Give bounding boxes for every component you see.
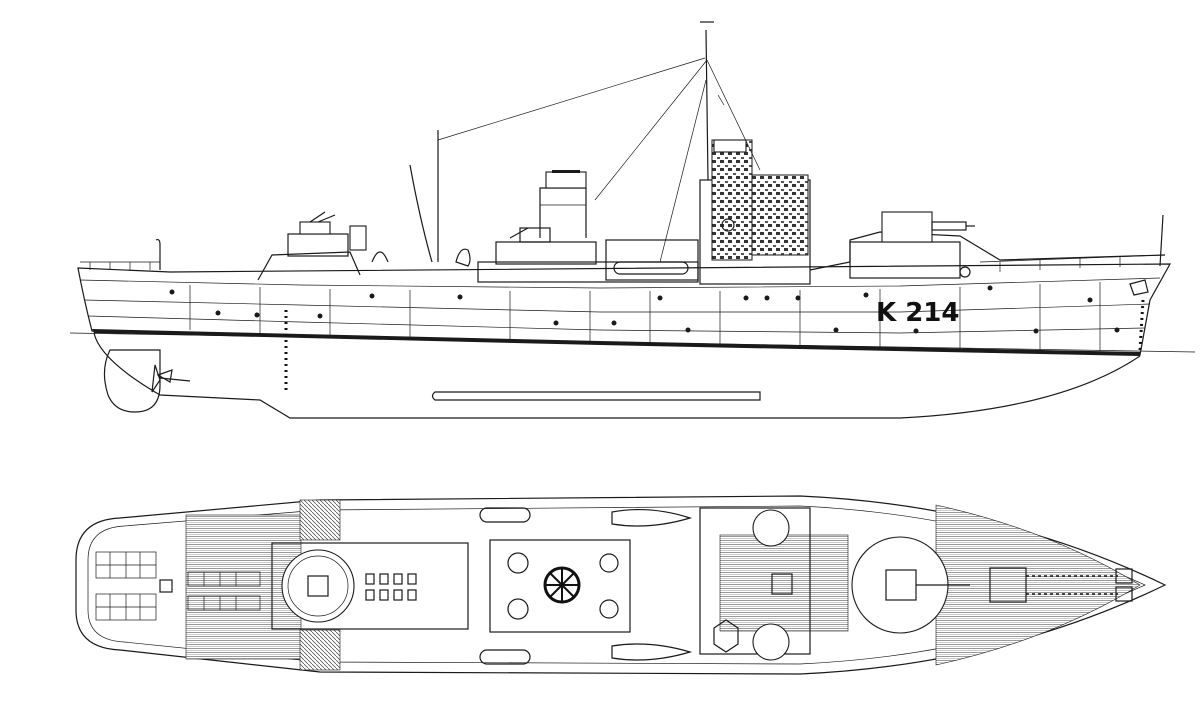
aft-davit [155, 238, 161, 270]
side-elevation: K 214 [69, 21, 1196, 419]
aft-superstructure [257, 211, 389, 281]
main-gun [881, 211, 975, 243]
ready-use-lockers [365, 573, 417, 601]
boot-topping [92, 329, 1140, 356]
pom-pom-platform [281, 549, 355, 623]
midship-superstructure [477, 170, 699, 283]
deck-hatch-aft-2 [299, 629, 341, 671]
draught-marks-fwd [1138, 299, 1145, 351]
bridge-plan [699, 507, 811, 655]
portholes [169, 285, 1120, 334]
hawse-pipe [1129, 279, 1149, 296]
deck-planking-fwd [935, 504, 1141, 666]
compass-binnacle [771, 573, 793, 595]
aft-deckhouse [271, 542, 469, 630]
windlass [989, 567, 1027, 603]
mainmast [409, 57, 706, 263]
engine-room-casing [489, 539, 631, 633]
anchor-winch [959, 266, 971, 278]
propeller [151, 364, 191, 393]
ships-boat-side [613, 261, 689, 275]
deck-planking-mid [719, 534, 849, 632]
bridge-mount-port [752, 509, 790, 547]
bow-railing [979, 254, 1166, 272]
jackstaff [1159, 214, 1164, 267]
foremast [594, 21, 761, 263]
carley-float-starboard [479, 649, 531, 665]
deck-plan [75, 495, 1167, 675]
bilge-keel [431, 391, 761, 401]
deck-plan-hull [75, 495, 1167, 675]
forecastle [809, 231, 1166, 279]
searchlight [455, 248, 471, 267]
deck-hatch-aft [299, 499, 341, 541]
bridge [699, 139, 811, 285]
pom-pom-gun [309, 211, 336, 223]
oerlikon-midship [509, 227, 529, 239]
ships-boat-starboard [611, 643, 693, 661]
depth-charge-rails [95, 551, 157, 621]
hull-side [77, 263, 1172, 356]
aft-winch [159, 579, 173, 593]
funnel [539, 187, 587, 238]
rudder [103, 349, 161, 413]
hawse-port [1115, 568, 1133, 584]
aft-railing [80, 261, 160, 270]
underwater-hull [93, 332, 1141, 419]
bridge-octagon [713, 619, 739, 653]
oerlikon-mounts [507, 552, 619, 620]
ships-boat-port [611, 508, 693, 527]
hawse-starboard [1115, 586, 1133, 602]
depth-charge-racks [187, 571, 261, 611]
pennant-number: K 214 [876, 298, 959, 328]
bridge-mount-starboard [752, 623, 790, 661]
carley-float-port [479, 507, 531, 523]
plating-seams [189, 282, 1101, 351]
